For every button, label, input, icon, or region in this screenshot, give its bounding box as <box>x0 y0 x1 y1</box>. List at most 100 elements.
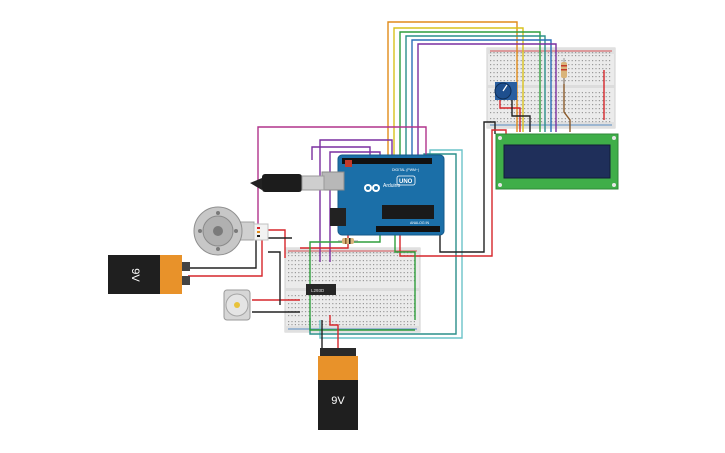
breadboard-hole <box>376 268 378 270</box>
breadboard-hole <box>407 315 409 317</box>
wire-orange <box>387 21 518 157</box>
breadboard-hole <box>530 92 532 94</box>
breadboard-hole <box>362 260 364 262</box>
breadboard-hole <box>520 118 522 120</box>
breadboard-hole <box>373 315 375 317</box>
breadboard-hole <box>595 112 597 114</box>
breadboard-hole <box>352 324 354 326</box>
breadboard-hole <box>581 55 583 57</box>
breadboard-hole <box>496 55 498 57</box>
breadboard-hole <box>308 321 310 323</box>
breadboard-hole <box>301 303 303 305</box>
breadboard-hole <box>342 299 344 301</box>
breadboard-hole <box>301 276 303 278</box>
breadboard-hole <box>390 276 392 278</box>
breadboard-hole <box>298 280 300 282</box>
breadboard-hole <box>561 96 563 98</box>
breadboard-hole <box>379 264 381 266</box>
breadboard-hole <box>598 121 600 123</box>
breadboard-hole <box>530 112 532 114</box>
breadboard-hole <box>527 80 529 82</box>
wire-black-battery <box>188 237 292 269</box>
breadboard-hole <box>403 311 405 313</box>
breadboard-hole <box>390 252 392 254</box>
breadboard-hole <box>311 303 313 305</box>
breadboard-hole <box>585 76 587 78</box>
breadboard-hole <box>308 252 310 254</box>
breadboard-hole <box>356 276 358 278</box>
breadboard-hole <box>396 311 398 313</box>
breadboard-hole <box>510 100 512 102</box>
breadboard-hole <box>578 68 580 70</box>
breadboard-hole <box>386 260 388 262</box>
battery-bottom: 9V <box>318 348 358 430</box>
breadboard-hole <box>356 311 358 313</box>
breadboard-hole <box>568 64 570 66</box>
breadboard-hole <box>376 295 378 297</box>
breadboard-hole <box>332 272 334 274</box>
breadboard-hole <box>342 268 344 270</box>
breadboard-hole <box>493 55 495 57</box>
breadboard-hole <box>578 92 580 94</box>
breadboard-hole <box>595 118 597 120</box>
breadboard-hole <box>575 68 577 70</box>
breadboard-hole <box>568 108 570 110</box>
breadboard-hole <box>496 112 498 114</box>
breadboard-hole <box>294 252 296 254</box>
breadboard-hole <box>403 272 405 274</box>
breadboard-hole <box>537 52 539 54</box>
breadboard-hole <box>602 76 604 78</box>
breadboard-hole <box>349 307 351 309</box>
breadboard-hole <box>551 64 553 66</box>
breadboard-hole <box>564 100 566 102</box>
breadboard-hole <box>373 299 375 301</box>
breadboard-hole <box>335 276 337 278</box>
breadboard-hole <box>376 315 378 317</box>
breadboard-hole <box>554 72 556 74</box>
breadboard-hole <box>386 315 388 317</box>
breadboard-hole <box>407 324 409 326</box>
breadboard-hole <box>605 64 607 66</box>
breadboard-hole <box>571 118 573 120</box>
breadboard-hole <box>530 104 532 106</box>
breadboard-hole <box>335 303 337 305</box>
breadboard-hole <box>507 121 509 123</box>
breadboard-hole <box>366 311 368 313</box>
breadboard-hole <box>537 55 539 57</box>
breadboard-hole <box>288 303 290 305</box>
breadboard-hole <box>507 52 509 54</box>
breadboard-hole <box>298 272 300 274</box>
breadboard-hole <box>575 108 577 110</box>
breadboard-hole <box>513 72 515 74</box>
motor-driver-label: L293D <box>311 288 325 293</box>
breadboard-hole <box>500 72 502 74</box>
breadboard-hole <box>383 276 385 278</box>
breadboard-hole <box>335 280 337 282</box>
breadboard-hole <box>390 268 392 270</box>
breadboard-hole <box>524 100 526 102</box>
breadboard-hole <box>390 321 392 323</box>
breadboard-hole <box>390 255 392 257</box>
breadboard-hole <box>517 112 519 114</box>
breadboard-hole <box>517 55 519 57</box>
breadboard-hole <box>510 64 512 66</box>
breadboard-hole <box>530 55 532 57</box>
breadboard-hole <box>359 295 361 297</box>
breadboard-hole <box>356 315 358 317</box>
breadboard-hole <box>410 260 412 262</box>
breadboard-hole <box>503 80 505 82</box>
breadboard-hole <box>369 324 371 326</box>
breadboard-hole <box>328 280 330 282</box>
breadboard-hole <box>345 268 347 270</box>
breadboard-hole <box>520 80 522 82</box>
breadboard-hole <box>373 307 375 309</box>
breadboard-hole <box>571 100 573 102</box>
breadboard-hole <box>288 260 290 262</box>
breadboard-hole <box>376 252 378 254</box>
breadboard-hole <box>369 321 371 323</box>
breadboard-hole <box>564 121 566 123</box>
breadboard-hole <box>507 112 509 114</box>
breadboard-hole <box>345 321 347 323</box>
breadboard-hole <box>575 80 577 82</box>
breadboard-hole <box>547 64 549 66</box>
